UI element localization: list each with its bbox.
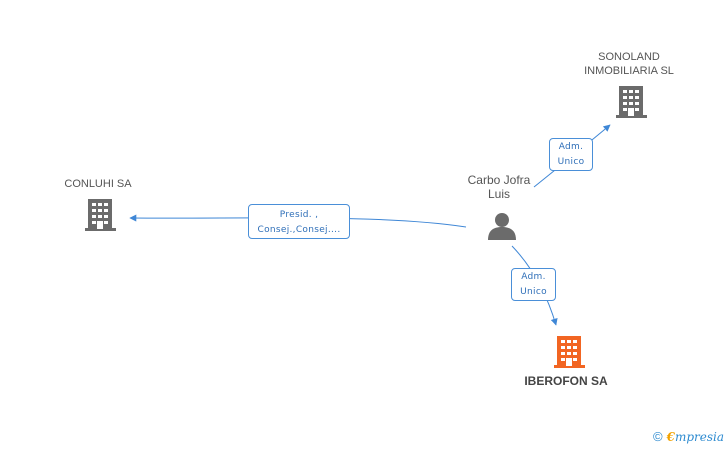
building-icon-highlighted[interactable]: [554, 336, 585, 368]
building-icon[interactable]: [85, 199, 116, 231]
brand-logo: €mpresia: [667, 430, 724, 444]
edge-label-sonoland[interactable]: Adm. Unico: [549, 138, 593, 171]
node-label-sonoland[interactable]: SONOLAND INMOBILIARIA SL: [584, 51, 674, 77]
empresia-brand[interactable]: © €mpresia: [653, 429, 724, 444]
edge-label-line: Adm.: [521, 272, 546, 282]
edge-label-line: Consej.,Consej....: [257, 225, 341, 235]
person-icon[interactable]: [488, 213, 516, 240]
node-label-person[interactable]: Carbo Jofra Luis: [467, 173, 531, 201]
node-label-iberofon[interactable]: IBEROFON SA: [524, 374, 608, 388]
node-label-conluhi[interactable]: CONLUHI SA: [64, 178, 132, 190]
edge-label-line: Presid. ,: [279, 210, 319, 220]
brand-logo-text: mpresia: [674, 429, 724, 444]
edge-label-conluhi[interactable]: Presid. , Consej.,Consej....: [248, 204, 350, 239]
edge-label-line: Unico: [557, 157, 585, 167]
edge-label-line: Adm.: [558, 142, 584, 152]
copyright-symbol: ©: [652, 429, 663, 444]
edge-label-line: Unico: [520, 287, 547, 297]
brand-logo-initial: €: [666, 429, 675, 444]
edge-label-iberofon[interactable]: Adm. Unico: [511, 268, 556, 301]
building-icon[interactable]: [616, 86, 647, 118]
